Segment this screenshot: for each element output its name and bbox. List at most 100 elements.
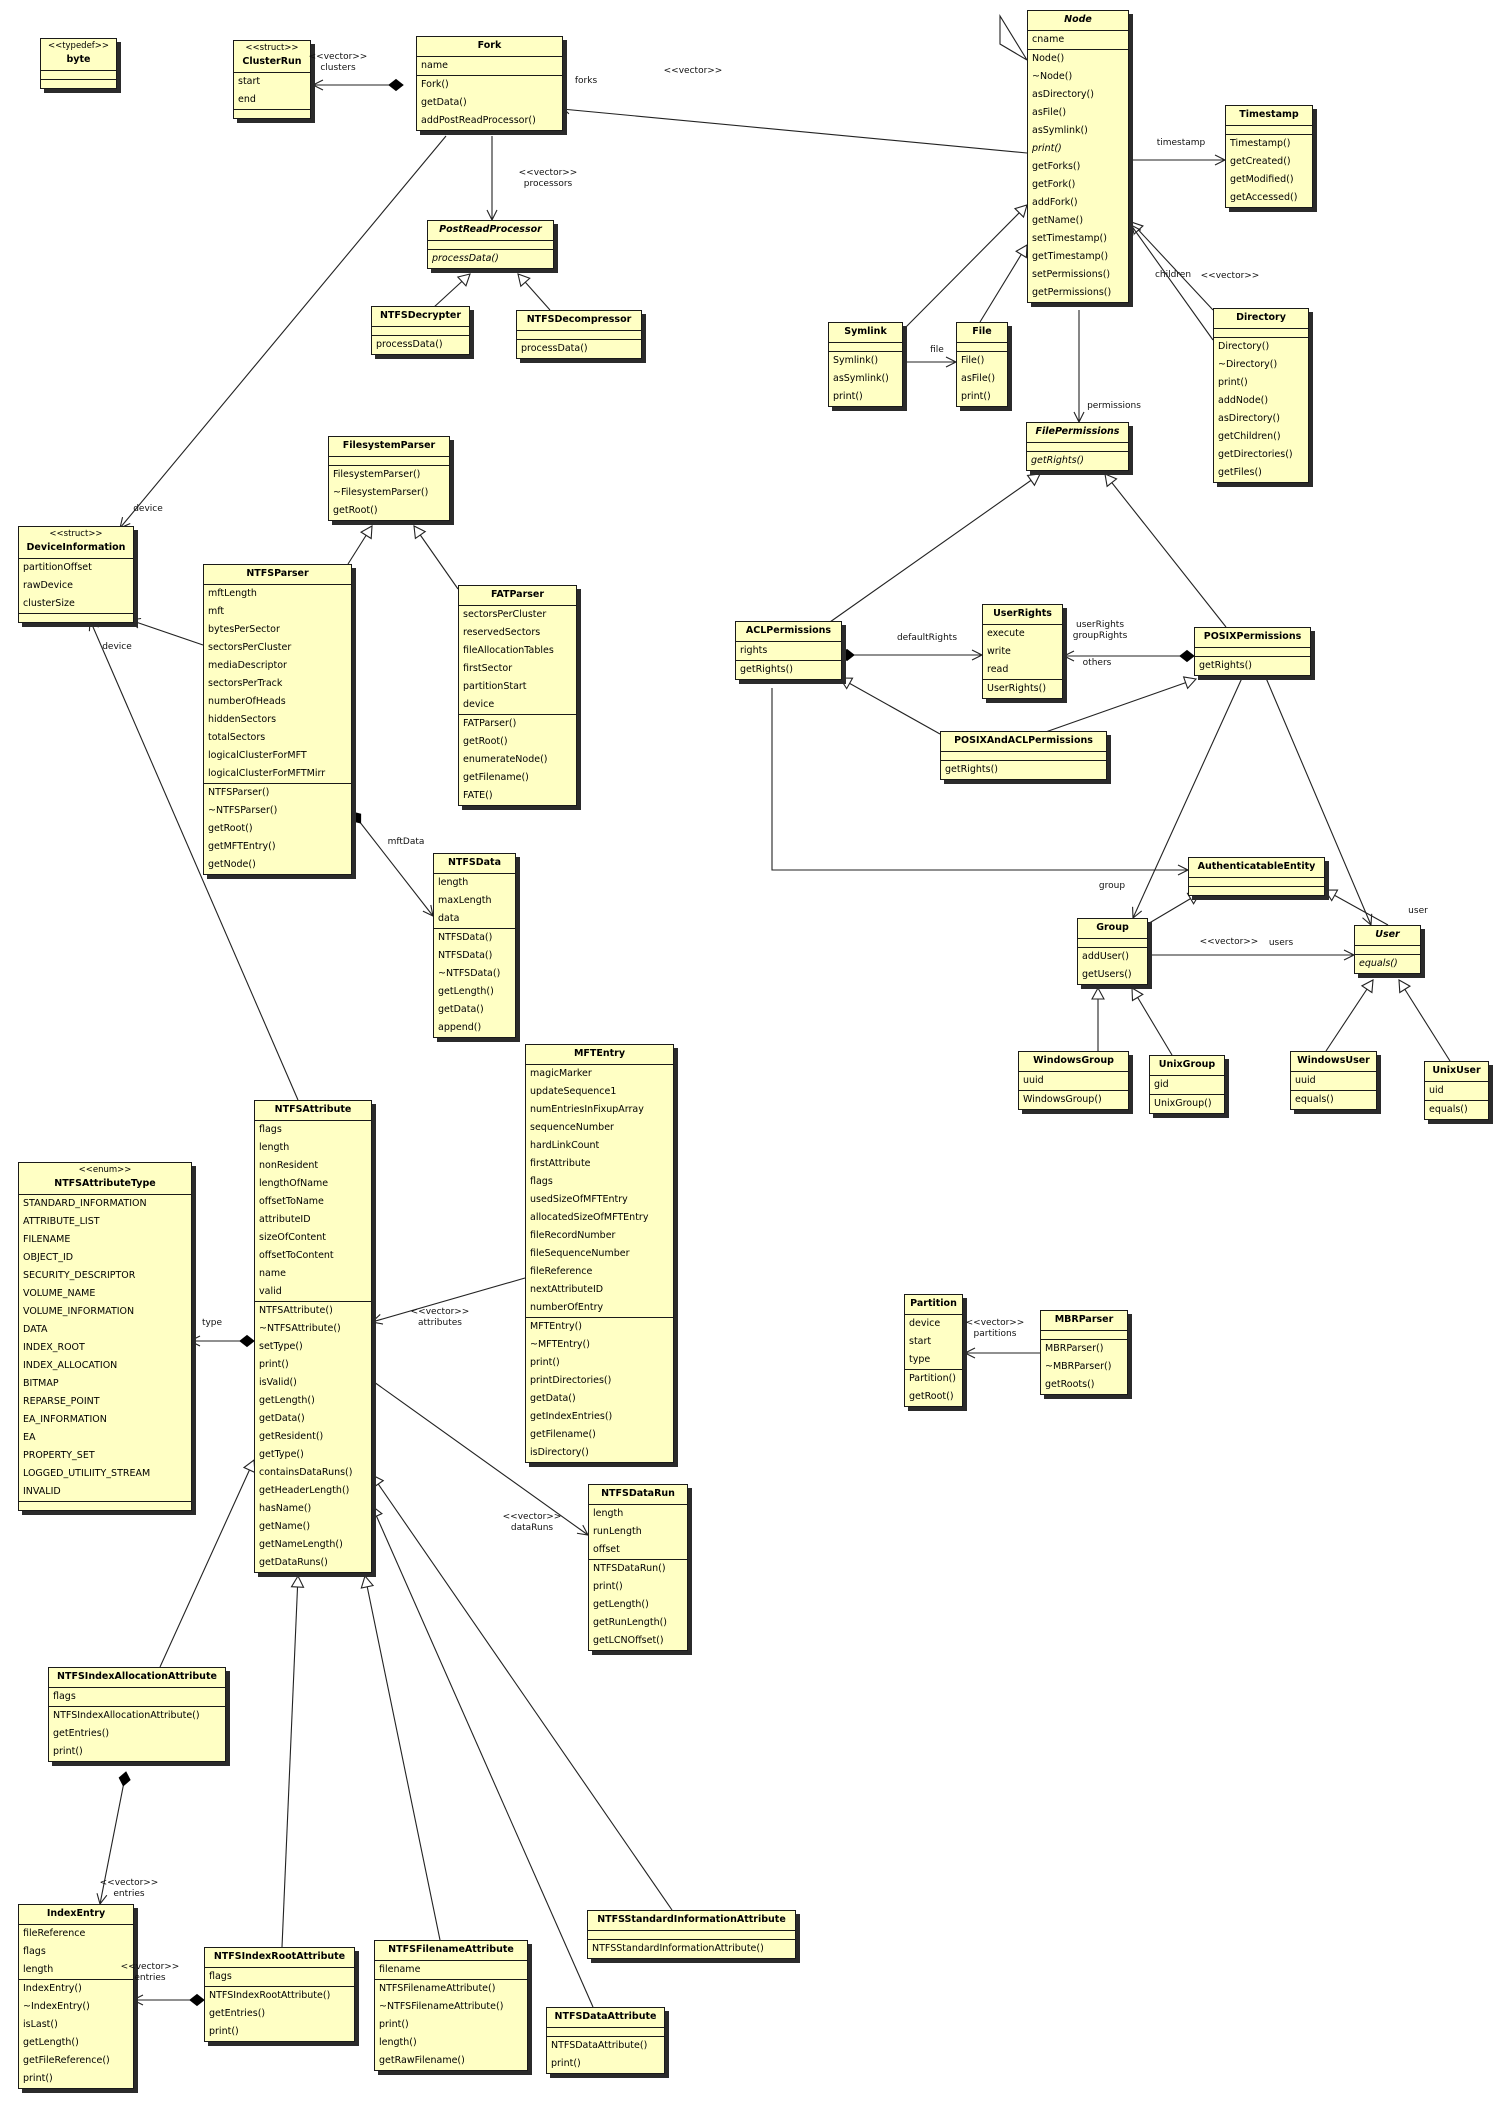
attribute: nonResident [259,1160,319,1171]
attribute: length [593,1508,624,1519]
operation: append() [438,1022,482,1033]
class-header: FilePermissions [1027,423,1128,443]
operation: Node() [1032,53,1065,64]
class-name: NTFSDecrypter [379,310,462,321]
attribute: SECURITY_DESCRIPTOR [23,1270,136,1281]
operation-compartment: Directory()~Directory()print()addNode()a… [1214,338,1308,482]
operation: FilesystemParser() [333,469,421,480]
operation: setType() [259,1341,303,1352]
operation: ~FilesystemParser() [333,487,429,498]
operation-compartment: File()asFile()print() [957,352,1007,406]
attribute: logicalClusterForMFT [208,750,307,761]
association-label: <<vector>> attributes [410,1307,470,1328]
operation-compartment: Symlink()asSymlink()print() [829,352,902,406]
operation: addPostReadProcessor() [421,115,536,126]
attribute-compartment: name [417,57,562,76]
class-header: UserRights [983,605,1062,625]
attribute-compartment [829,343,902,352]
composition-diamond-fork-clusterrun [388,78,404,92]
operation: asFile() [1032,107,1067,118]
operation-compartment [19,614,133,622]
operation-compartment: NTFSStandardInformationAttribute() [588,1940,795,1958]
operation: print() [23,2073,53,2084]
attribute: STANDARD_INFORMATION [23,1198,147,1209]
association-label: others [1082,658,1112,668]
edge-stdinfo-attr [371,1474,673,1911]
operation: getEntries() [209,2008,266,2019]
class-name: Fork [477,40,502,51]
operation: getRawFilename() [379,2055,465,2066]
class-name: User [1375,929,1400,940]
operation: isLast() [23,2019,58,2030]
class-name: FilesystemParser [342,440,436,451]
attribute: rights [740,645,768,656]
operation: MBRParser() [1045,1343,1104,1354]
association-label: permissions [1087,401,1141,411]
operation: asFile() [961,373,996,384]
class-header: NTFSDecrypter [372,307,469,327]
edge-node-self [999,14,1028,61]
class-name: NTFSIndexRootAttribute [213,1951,346,1962]
attribute: device [909,1318,941,1329]
attribute: filename [379,1964,421,1975]
association-label: timestamp [1156,138,1206,148]
class-byte[interactable]: <<typedef>>byte [40,38,117,89]
operation: getDataRuns() [259,1557,328,1568]
operation: getAccessed() [1230,192,1298,203]
class-authenticatable[interactable]: AuthenticatableEntity [1188,857,1325,896]
operation: print() [961,391,991,402]
operation-compartment: MFTEntry()~MFTEntry()print()printDirecto… [526,1318,673,1462]
class-header: MFTEntry [526,1045,673,1065]
class-name: UserRights [993,608,1052,619]
attribute: name [421,60,448,71]
attribute-compartment [1027,443,1128,452]
attribute: LOGGED_UTILIITY_STREAM [23,1468,151,1479]
attribute-compartment: cname [1028,31,1128,50]
operation: Partition() [909,1373,957,1384]
attribute: device [463,699,495,710]
attribute: hiddenSectors [208,714,277,725]
operation: addUser() [1082,951,1129,962]
class-header: Partition [905,1295,962,1315]
